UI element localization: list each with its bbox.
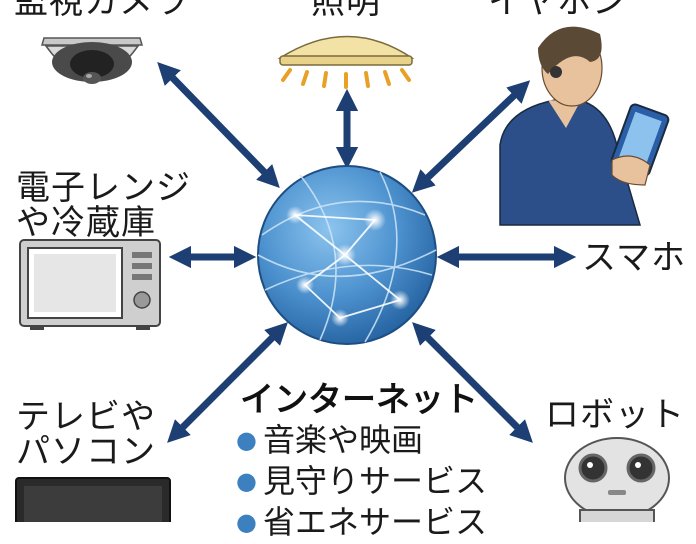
label-smartphone: スマホ [582, 238, 686, 278]
bullet-icon: ● [236, 508, 257, 536]
arrow-earphone [411, 80, 531, 193]
microwave-icon [19, 239, 161, 330]
label-robot: ロボット [545, 395, 685, 435]
tv-monitor-icon [15, 477, 171, 522]
label-earphone: イヤホン [488, 0, 627, 22]
label-microwave-line1: 電子レンジ [16, 168, 191, 208]
bullet-icon: ● [236, 467, 257, 495]
internet-globe [257, 165, 437, 345]
label-microwave-line2: や冷蔵庫 [16, 203, 156, 243]
connection-arrows [157, 61, 577, 443]
label-tv-line1: テレビや [16, 397, 156, 437]
security-camera-icon [41, 37, 143, 84]
label-lighting: 照明 [311, 0, 381, 22]
robot-icon [564, 437, 670, 522]
service-item: ●音楽や映画 [236, 421, 423, 459]
arrow-camera [157, 61, 280, 189]
ceiling-light-icon [277, 35, 415, 89]
bullet-icon: ● [236, 426, 257, 454]
internet-title: インターネット [240, 380, 478, 420]
arrow-tv [167, 322, 288, 443]
person-earphone-icon [499, 26, 670, 226]
label-security-camera: 監視カメラ [14, 0, 189, 22]
arrow-robot [412, 322, 533, 443]
service-item: ●省エネサービス [236, 503, 487, 541]
service-item: ●見守りサービス [236, 462, 487, 500]
label-tv-line2: パソコン [16, 432, 156, 472]
iot-diagram [15, 26, 670, 522]
